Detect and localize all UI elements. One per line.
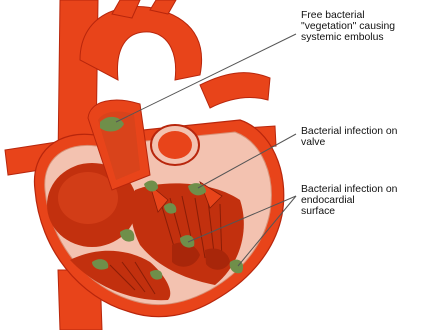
label-free-bacterial-vegetation: Free bacterial "vegetation" causing syst… [301,10,395,43]
label-line: systemic embolus [301,32,395,43]
pulmonary-valve-lumen [158,131,192,159]
right-vessel-upper [200,73,270,108]
label-line: Free bacterial [301,10,395,21]
label-line: endocardial [301,195,397,206]
label-line: Bacterial infection on [301,126,397,137]
label-line: "vegetation" causing [301,21,395,32]
label-line: Bacterial infection on [301,184,397,195]
label-infection-on-valve: Bacterial infection on valve [301,126,397,148]
label-line: surface [301,206,397,217]
label-infection-on-endocardial-surface: Bacterial infection on endocardial surfa… [301,184,397,217]
label-line: valve [301,137,397,148]
